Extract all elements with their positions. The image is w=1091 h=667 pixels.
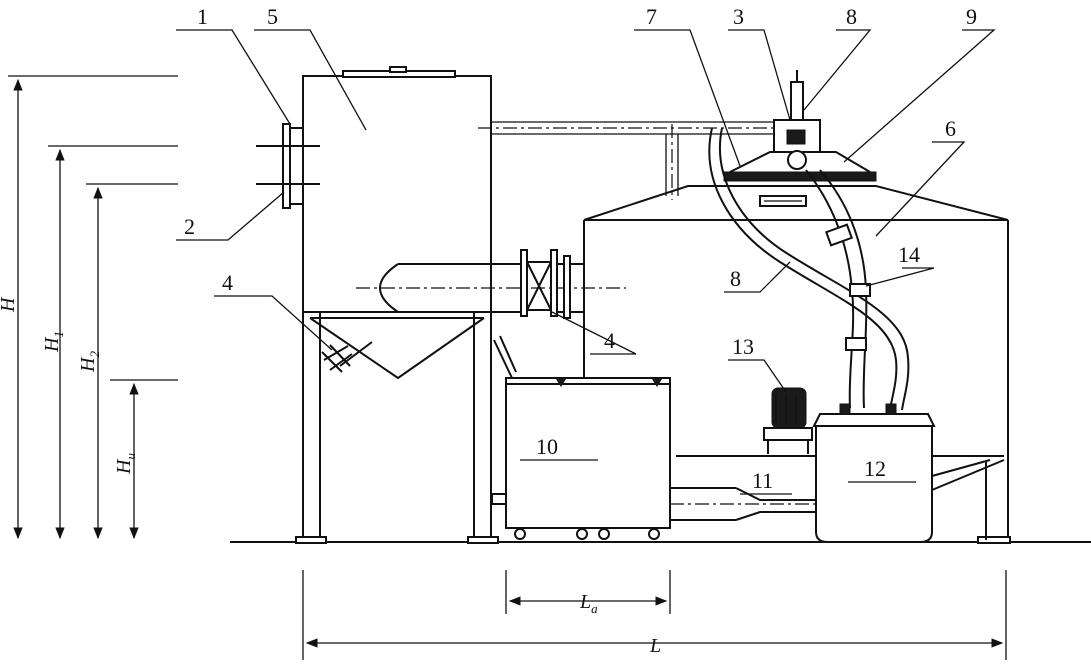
label-9: 9	[966, 4, 977, 29]
hose-14	[805, 169, 871, 409]
top-pipe	[478, 121, 790, 200]
label-10: 10	[536, 434, 558, 459]
label-1: 1	[197, 4, 208, 29]
label-3: 3	[733, 4, 744, 29]
connecting-pipe	[356, 249, 626, 319]
submersible-pump-13	[763, 387, 813, 454]
dim-Hu: Hu	[113, 453, 138, 475]
svg-text:H2: H2	[77, 351, 102, 373]
label-7: 7	[646, 4, 657, 29]
label-11: 11	[752, 468, 773, 493]
label-4-left: 4	[222, 270, 233, 295]
container-10	[491, 335, 671, 540]
tank-6	[583, 185, 1011, 544]
label-2: 2	[184, 214, 195, 239]
leader-lines	[176, 29, 996, 495]
dim-H: H	[0, 296, 19, 313]
vessel-12	[812, 403, 936, 543]
svg-text:H: H	[0, 296, 19, 313]
motor-8	[790, 70, 804, 121]
pipe-11	[670, 487, 816, 521]
drain-valve-4	[321, 341, 373, 373]
label-14: 14	[898, 242, 920, 267]
label-8-mid: 8	[730, 266, 741, 291]
svg-text:H1: H1	[41, 331, 66, 353]
label-5: 5	[267, 4, 278, 29]
dim-L: L	[649, 635, 661, 657]
label-6: 6	[945, 116, 956, 141]
label-13: 13	[732, 334, 754, 359]
hose-8	[708, 127, 910, 411]
pump-head-3	[773, 119, 821, 170]
label-8-top: 8	[846, 4, 857, 29]
label-4-right: 4	[604, 328, 615, 353]
dim-La: La	[579, 591, 598, 616]
tank-5	[295, 66, 499, 544]
dim-H2: H2	[77, 351, 102, 373]
dimension-lines	[8, 75, 1007, 660]
flange-1-2	[256, 123, 320, 209]
label-12: 12	[864, 456, 886, 481]
svg-text:Hu: Hu	[113, 453, 138, 475]
dim-H1: H1	[41, 331, 66, 353]
